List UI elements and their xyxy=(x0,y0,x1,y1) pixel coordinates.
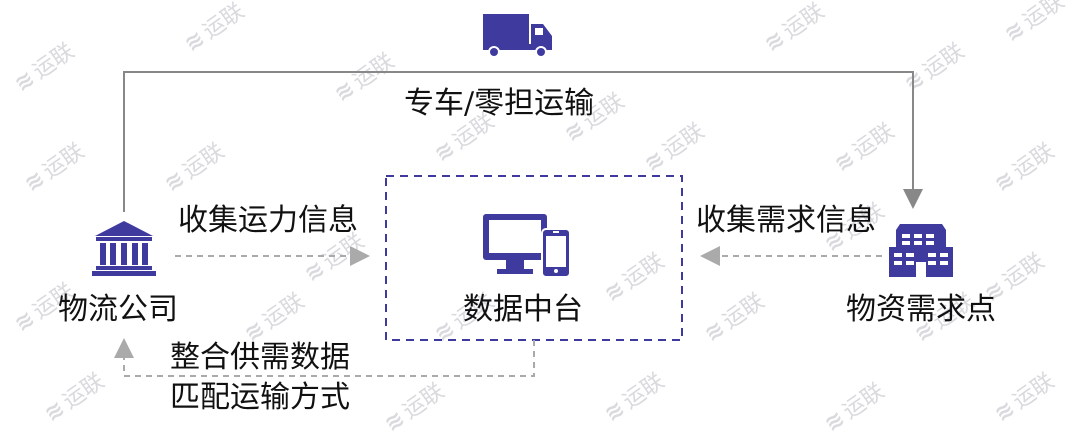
left-arrow-label: 收集运力信息 xyxy=(178,203,358,238)
office-building-icon xyxy=(889,224,953,277)
monitor-phone-icon xyxy=(483,214,571,278)
diagram-canvas: ≋运联≋运联≋运联≋运联≋运联≋运联≋运联≋运联≋运联≋运联≋运联≋运联≋运联≋… xyxy=(10,0,1070,438)
bottom-label-line2: 匹配运输方式 xyxy=(170,380,350,415)
top-route-line xyxy=(123,71,923,212)
center-node-label: 数据中台 xyxy=(463,292,583,327)
left-node-label: 物流公司 xyxy=(58,292,178,327)
right-node-label: 物资需求点 xyxy=(846,292,996,327)
feedback-arrow xyxy=(114,338,535,377)
right-arrow-label: 收集需求信息 xyxy=(696,203,876,238)
bottom-label-line1: 整合供需数据 xyxy=(170,340,350,375)
bank-building-icon xyxy=(92,221,156,276)
truck-icon xyxy=(483,14,552,58)
connector-layer xyxy=(92,14,953,377)
top-route-label: 专车/零担运输 xyxy=(404,86,595,121)
